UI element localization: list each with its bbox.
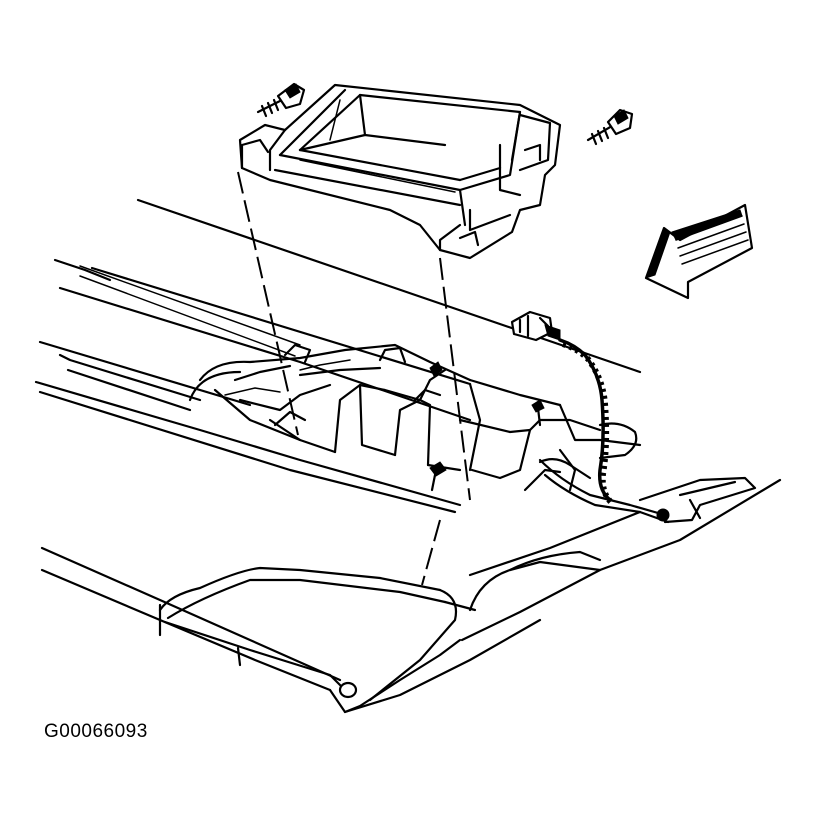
- harness-connector: [510, 310, 561, 342]
- left-trim-channel: [58, 265, 301, 412]
- alignment-guides: [237, 171, 471, 586]
- housing-fasteners: [429, 361, 545, 492]
- panel-edges: [34, 198, 642, 514]
- right-screw: [586, 108, 634, 146]
- storage-bin: [238, 83, 562, 260]
- console-housing: [188, 343, 602, 480]
- ground-bracket: [638, 476, 757, 524]
- left-screw: [256, 82, 306, 118]
- wire-harness: [538, 338, 670, 524]
- figure-id-label: G00066093: [44, 721, 148, 742]
- console-rear-section: [468, 382, 642, 492]
- forward-arrow-icon: [644, 203, 754, 300]
- lower-floor-plate: [40, 478, 782, 714]
